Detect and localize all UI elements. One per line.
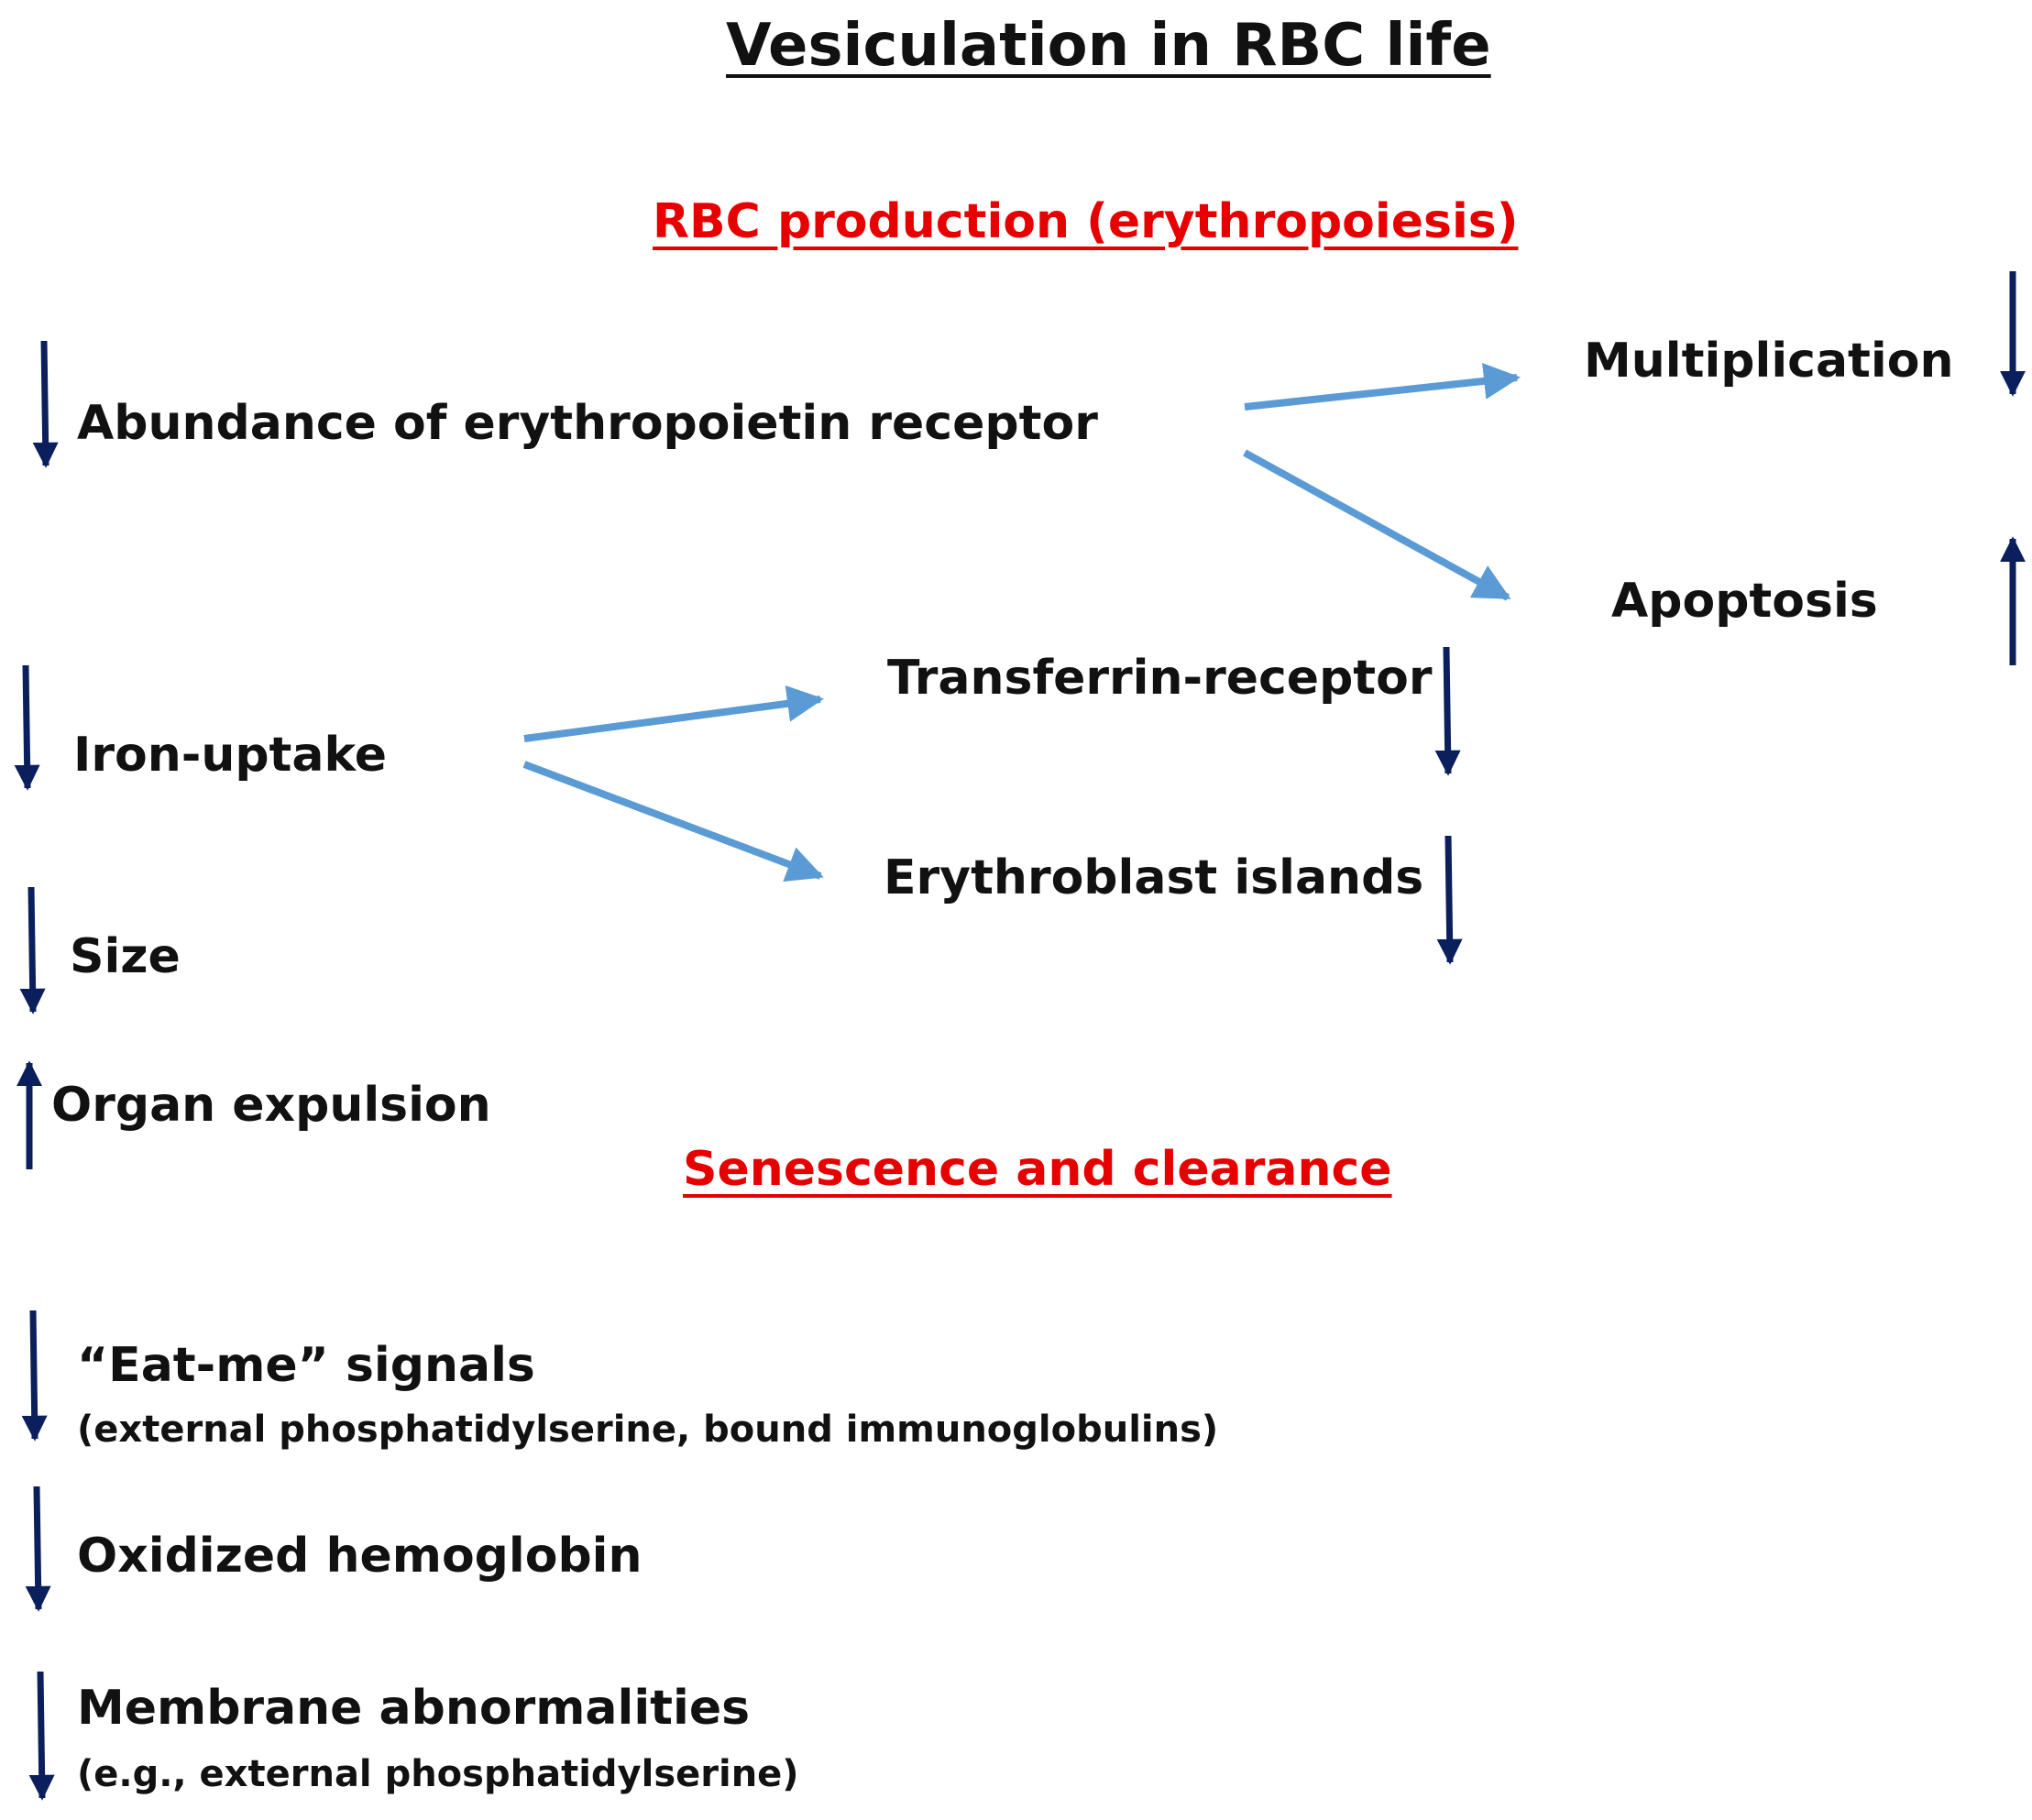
label-transferrin-receptor: Transferrin-receptor (887, 651, 1433, 706)
label-oxidized-hemoglobin: Oxidized hemoglobin (77, 1529, 643, 1584)
page-title: Vesiculation in RBC life (726, 12, 1491, 80)
down-arrow-transferrin-icon (1434, 646, 1461, 776)
down-arrow-iron-uptake-icon (14, 664, 40, 791)
label-eat-me-detail: (external phosphatidylserine, bound immu… (77, 1409, 1219, 1451)
label-membrane-abnormalities: Membrane abnormalities (77, 1681, 751, 1736)
label-organ-expulsion: Organ expulsion (51, 1078, 491, 1133)
flow-arrow-iron-to-transferrin (523, 685, 824, 742)
down-arrow-epo-receptor-icon (32, 340, 59, 468)
label-membrane-detail: (e.g., external phosphatidylserine) (77, 1753, 799, 1795)
label-epo-receptor: Abundance of erythropoietin receptor (77, 396, 1098, 451)
flow-arrow-epo-to-apoptosis (1243, 449, 1511, 601)
flow-arrow-iron-to-erythroblast (522, 761, 824, 882)
label-size: Size (70, 929, 181, 984)
label-erythroblast-islands: Erythroblast islands (884, 850, 1424, 905)
label-multiplication: Multiplication (1584, 334, 1954, 389)
label-apoptosis: Apoptosis (1611, 574, 1878, 629)
section-heading-production: RBC production (erythropoiesis) (653, 194, 1519, 249)
down-arrow-oxidized-icon (25, 1486, 51, 1612)
section-heading-senescence: Senescence and clearance (683, 1142, 1392, 1197)
down-arrow-erythroblast-icon (1436, 835, 1463, 965)
down-arrow-size-icon (19, 886, 46, 1014)
flow-arrow-epo-to-multiplication (1244, 362, 1521, 411)
label-iron-uptake: Iron-uptake (73, 728, 387, 783)
label-eat-me-signals: “Eat-me” signals (77, 1338, 535, 1393)
down-arrow-eat-me-icon (21, 1310, 48, 1442)
down-arrow-membrane-icon (28, 1671, 55, 1801)
